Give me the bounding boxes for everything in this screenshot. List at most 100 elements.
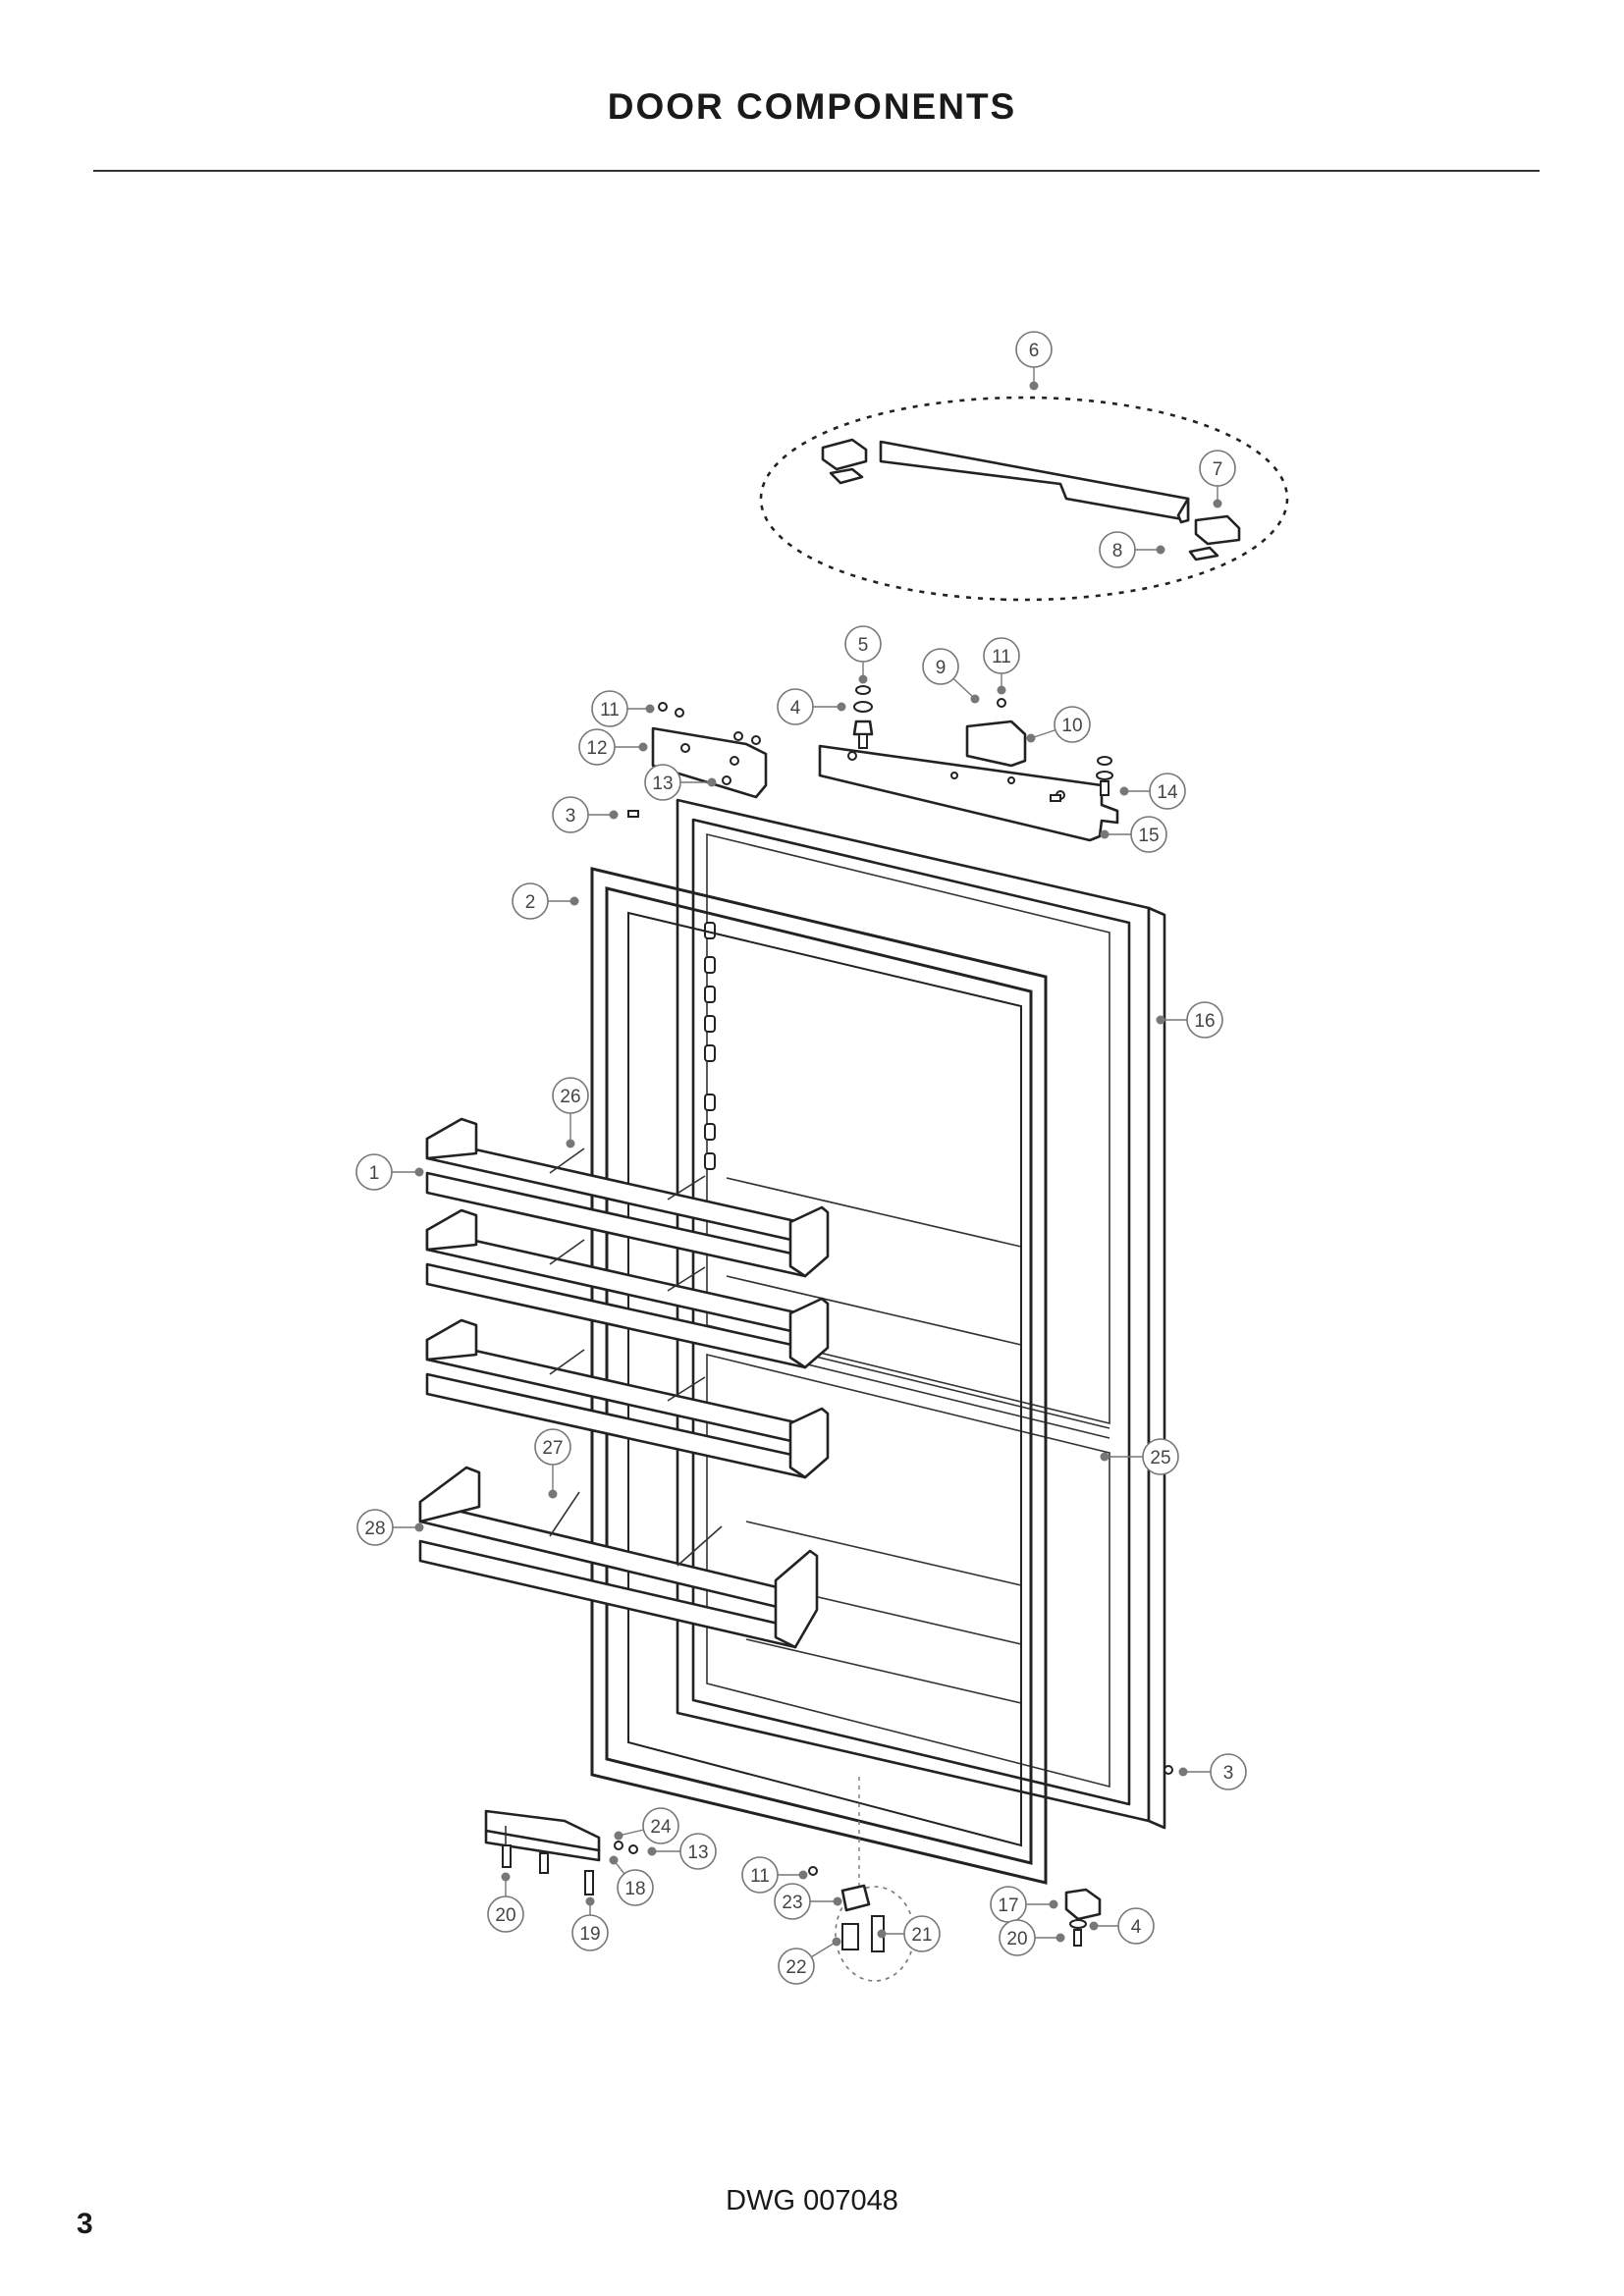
callout-20: 20 [487, 1872, 524, 1933]
callout-28: 28 [356, 1509, 424, 1546]
callout-ring [777, 688, 814, 725]
callout-ring [571, 1914, 609, 1951]
callout-label: 14 [1157, 782, 1178, 803]
callout-24: 24 [614, 1807, 679, 1844]
callout-label: 12 [586, 738, 607, 759]
callout-dot [1049, 1899, 1058, 1909]
detail-ellipse [759, 396, 1289, 602]
callout-ring [1054, 706, 1091, 743]
callout-label: 11 [600, 700, 620, 721]
callout-25: 25 [1100, 1438, 1179, 1475]
callout-dot [832, 1937, 841, 1947]
callout-ring [1142, 1438, 1179, 1475]
callout-label: 9 [936, 658, 947, 678]
callout-4: 4 [777, 688, 846, 725]
callout-ring [774, 1883, 811, 1920]
callout-label: 10 [1061, 716, 1082, 736]
callout-dot [1029, 381, 1039, 391]
callout-label: 23 [782, 1893, 802, 1913]
callout-19: 19 [571, 1896, 609, 1951]
callout-ring [617, 1869, 654, 1906]
callout-2: 2 [512, 882, 579, 920]
callout-dot [548, 1489, 558, 1499]
door-bin-2 [425, 1208, 830, 1369]
callout-13: 13 [647, 1833, 717, 1870]
callout-label: 17 [998, 1896, 1018, 1916]
callout-label: 8 [1112, 541, 1123, 561]
callout-5: 5 [844, 625, 882, 684]
callout-13: 13 [644, 764, 717, 801]
callout-ring [356, 1509, 394, 1546]
callout-ring [1099, 531, 1136, 568]
callout-9: 9 [922, 648, 980, 704]
callout-dot [1156, 545, 1165, 555]
callout-dot [1056, 1933, 1065, 1943]
callout-label: 20 [1006, 1929, 1027, 1949]
callout-dot [1156, 1015, 1165, 1025]
callout-ring [642, 1807, 679, 1844]
callout-label: 5 [858, 635, 869, 656]
callout-ring [1130, 816, 1167, 853]
callout-dot [614, 1831, 623, 1841]
callout-22: 22 [778, 1937, 841, 1985]
bottom-small-parts [614, 1841, 818, 1876]
callout-ring [534, 1428, 571, 1466]
callout-dot [1100, 829, 1110, 839]
callout-dot [1089, 1921, 1099, 1931]
callout-4: 4 [1089, 1907, 1155, 1945]
page-number: 3 [77, 2208, 93, 2240]
callout-12: 12 [578, 728, 648, 766]
callout-dot [645, 704, 655, 714]
callout-dot [1026, 733, 1036, 743]
drawing-number: DWG 007048 [726, 2185, 898, 2216]
callout-dot [609, 1855, 619, 1865]
callout-dot [970, 694, 980, 704]
callout-ring [1186, 1001, 1223, 1039]
callout-label: 21 [911, 1925, 932, 1946]
callout-label: 15 [1138, 826, 1159, 846]
bottom-hinge-bracket [484, 1809, 601, 1896]
callout-ring [591, 690, 628, 727]
callout-27: 27 [534, 1428, 571, 1499]
callout-dot [585, 1896, 595, 1906]
callout-26: 26 [552, 1077, 589, 1148]
callout-dot [569, 896, 579, 906]
callout-ring [578, 728, 616, 766]
callout-3: 3 [1178, 1753, 1247, 1790]
callout-1: 1 [355, 1153, 424, 1191]
callout-23: 23 [774, 1883, 842, 1920]
callout-label: 13 [687, 1842, 708, 1863]
door-bin-1 [425, 1117, 830, 1278]
callout-label: 3 [566, 806, 576, 827]
page-title: DOOR COMPONENTS [607, 86, 1017, 127]
callout-dot [501, 1872, 511, 1882]
hinge-pin-right [1096, 756, 1113, 796]
door-bin-4 [418, 1466, 819, 1649]
end-cap-right [1188, 514, 1241, 561]
callout-11: 11 [983, 637, 1020, 695]
callout-dot [798, 1870, 808, 1880]
callout-18: 18 [609, 1855, 654, 1906]
screw-right-bottom [1164, 1765, 1173, 1775]
hinge-arm [965, 720, 1027, 768]
callout-dot [1178, 1767, 1188, 1777]
callout-label: 27 [542, 1438, 563, 1459]
door-rail-slots [704, 922, 716, 1170]
callout-label: 22 [785, 1957, 806, 1978]
callout-17: 17 [990, 1886, 1058, 1923]
callout-ring [355, 1153, 393, 1191]
callout-ring [679, 1833, 717, 1870]
callout-20: 20 [999, 1919, 1065, 1956]
callout-ring [903, 1915, 941, 1952]
callout-7: 7 [1199, 450, 1236, 508]
hinge-bracket-top [818, 744, 1119, 842]
callout-dot [566, 1139, 575, 1148]
callout-ring [1199, 450, 1236, 487]
mount-plate [651, 726, 768, 799]
callout-label: 26 [560, 1087, 580, 1107]
callout-dot [609, 810, 619, 820]
callout-dot [1213, 499, 1222, 508]
bottom-hinge-right [1064, 1888, 1102, 1947]
callout-16: 16 [1156, 1001, 1223, 1039]
callout-11: 11 [591, 690, 655, 727]
